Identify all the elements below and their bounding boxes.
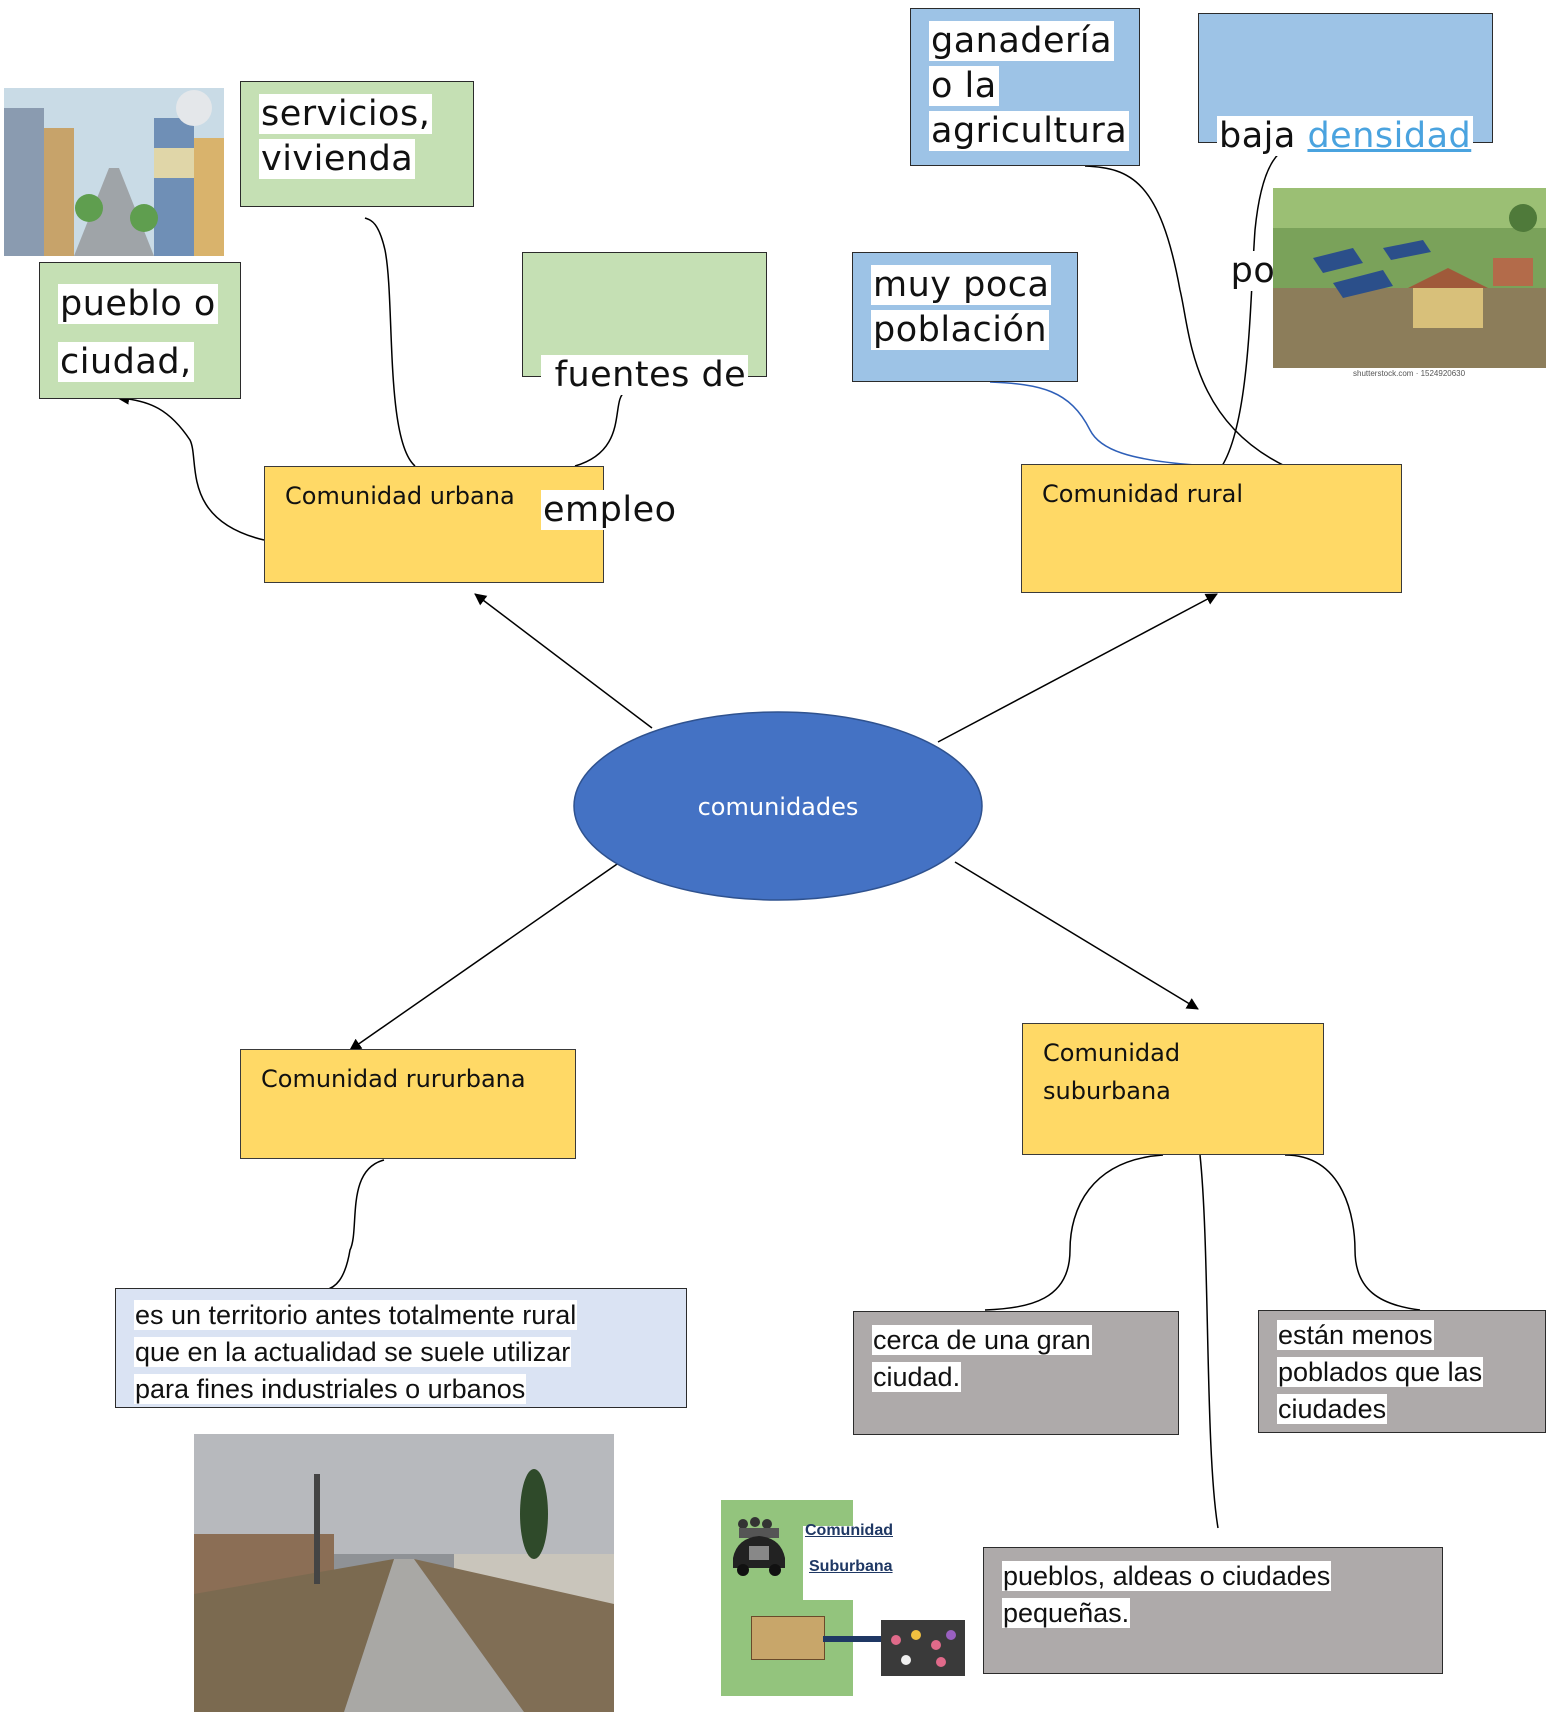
curve-rururbana-description xyxy=(324,1159,385,1291)
rural-title: Comunidad rural xyxy=(1042,480,1244,508)
road-icon xyxy=(194,1434,614,1712)
suburbana-box: Comunidad suburbana xyxy=(1022,1023,1324,1155)
curve-urbana-pueblo xyxy=(117,392,265,541)
rural-box: Comunidad rural xyxy=(1021,464,1402,593)
poblacion-line-2: población xyxy=(871,310,1050,350)
rururbana-desc-2: que en la actualidad se suele utilizar xyxy=(134,1337,572,1367)
poster-line-1: Comunidad xyxy=(805,1522,893,1539)
servicios-line-1: servicios, xyxy=(259,94,433,134)
ganaderia-line-3: agricultura xyxy=(929,111,1130,151)
flowers-thumb xyxy=(881,1620,965,1676)
market-thumb xyxy=(751,1616,825,1660)
curve-suburbana-pueblos xyxy=(1199,1154,1219,1529)
center-node: comunidades xyxy=(573,711,983,901)
cerca-line-1: cerca de una gran xyxy=(872,1325,1092,1355)
ganaderia-box: ganadería o la agricultura xyxy=(910,8,1140,166)
urbana-title: Comunidad urbana xyxy=(285,482,515,510)
arrow-to-rural xyxy=(937,593,1218,743)
road-photo xyxy=(194,1434,614,1712)
arrow-to-suburbana xyxy=(954,861,1199,1010)
suburbana-title-1: Comunidad xyxy=(1043,1039,1181,1067)
fuentes-box: fuentes de empleo xyxy=(522,252,767,530)
arrow-to-urbana xyxy=(474,593,653,729)
menos-line-1: están menos xyxy=(1277,1320,1434,1350)
poster-line-2: Suburbana xyxy=(809,1558,893,1575)
pueblos-line-1: pueblos, aldeas o ciudades xyxy=(1002,1561,1332,1591)
rururbana-box: Comunidad rururbana xyxy=(240,1049,576,1159)
city-icon xyxy=(4,88,224,256)
rururbana-description-box: es un territorio antes totalmente rural … xyxy=(115,1288,687,1408)
fuentes-line-1: fuentes de xyxy=(541,355,749,395)
rururbana-desc-3: para fines industriales o urbanos xyxy=(134,1374,527,1404)
poblacion-line-1: muy poca xyxy=(871,265,1052,305)
rururbana-title: Comunidad rururbana xyxy=(261,1065,526,1093)
menos-line-2: poblados que las xyxy=(1277,1357,1484,1387)
cerca-line-2: ciudad. xyxy=(872,1362,962,1392)
densidad-box: baja densidad poblacional. xyxy=(1198,13,1493,291)
poblacion-box: muy poca población xyxy=(852,252,1078,382)
densidad-link[interactable]: densidad xyxy=(1307,116,1472,156)
fuentes-line-2: empleo xyxy=(541,490,679,530)
suburbana-title-2: suburbana xyxy=(1043,1077,1171,1105)
curve-suburbana-menos xyxy=(1284,1154,1421,1311)
servicios-line-2: vivienda xyxy=(259,139,416,179)
flowers-icon xyxy=(891,1630,956,1667)
cerca-box: cerca de una gran ciudad. xyxy=(853,1311,1179,1435)
curve-rural-poblacion xyxy=(989,381,1196,466)
pueblo-box: pueblo o ciudad, xyxy=(39,262,241,399)
servicios-box: servicios, vivienda xyxy=(240,81,474,207)
rururbana-desc-1: es un territorio antes totalmente rural xyxy=(134,1300,578,1330)
pueblos-box: pueblos, aldeas o ciudades pequeñas. xyxy=(983,1547,1443,1674)
pueblo-line-2: ciudad, xyxy=(58,342,194,382)
ganaderia-line-2: o la xyxy=(929,66,999,106)
densidad-prefix: baja xyxy=(1219,116,1308,156)
curve-urbana-servicios xyxy=(364,217,416,467)
suburbana-poster: Comunidad Suburbana xyxy=(721,1500,966,1696)
curve-rural-ganaderia xyxy=(1084,165,1286,467)
pueblos-line-2: pequeñas. xyxy=(1002,1598,1131,1628)
curve-suburbana-cerca xyxy=(984,1154,1164,1311)
menos-line-3: ciudades xyxy=(1277,1394,1388,1424)
photo-caption: shutterstock.com · 1524920630 xyxy=(1353,369,1466,378)
pueblo-line-1: pueblo o xyxy=(58,284,218,324)
menos-box: están menos poblados que las ciudades xyxy=(1258,1310,1546,1433)
car-icon xyxy=(733,1517,785,1576)
ganaderia-line-1: ganadería xyxy=(929,21,1115,61)
city-illustration xyxy=(4,88,224,256)
farm-solar-icon xyxy=(1273,188,1546,368)
rural-photo: shutterstock.com · 1524920630 xyxy=(1273,188,1546,383)
center-label: comunidades xyxy=(698,793,859,821)
arrow-to-rururbana xyxy=(349,861,621,1051)
